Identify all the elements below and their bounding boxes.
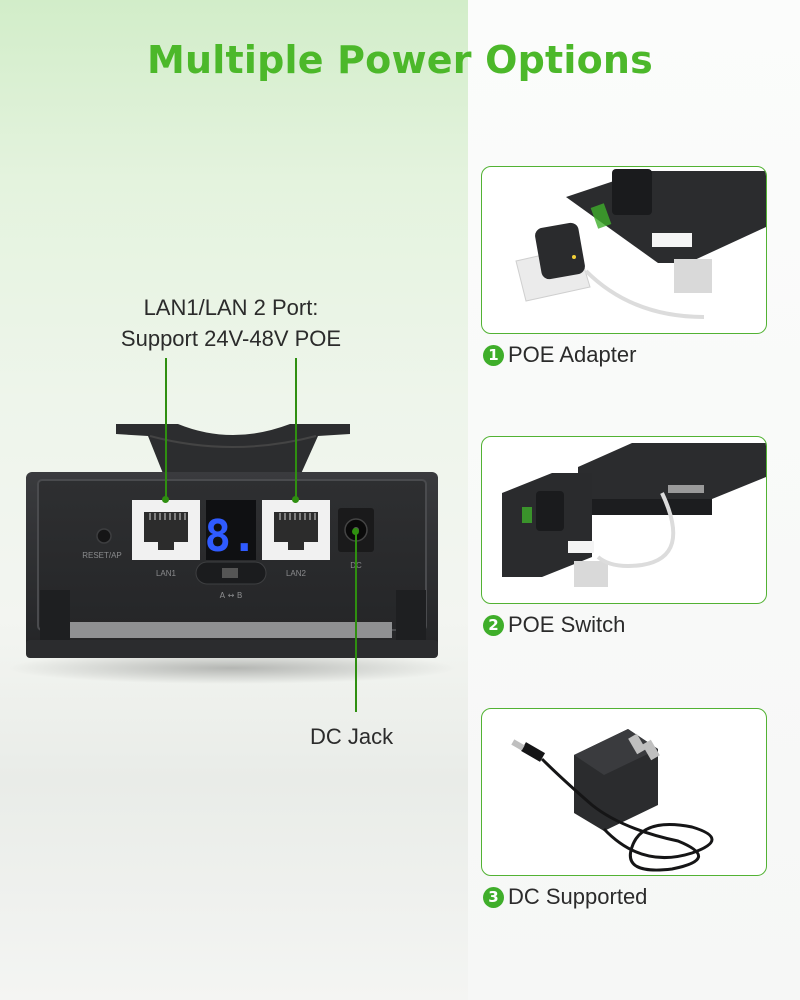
lan1-label: LAN1 [156, 569, 177, 578]
reset-label: RESET/AP [82, 551, 122, 560]
poe-switch-image [502, 443, 766, 587]
mounting-bracket [116, 424, 350, 476]
status-display [206, 500, 256, 560]
option-poe-switch: 2 POE Switch [483, 612, 625, 638]
device-shadow [7, 652, 457, 684]
device-bottom-slot [70, 622, 392, 638]
option-number-2: 2 [483, 614, 504, 636]
option-label-3: DC Supported [508, 884, 648, 909]
option-poe-adapter: 1 POE Adapter [483, 342, 636, 368]
lan1-leader-dot [162, 496, 169, 503]
dc-adapter-image [511, 729, 714, 872]
option-number-3: 3 [483, 886, 504, 908]
lan2-leader-dot [292, 496, 299, 503]
lan2-label: LAN2 [286, 569, 307, 578]
dc-supported-card [481, 708, 767, 876]
lan2-leader-line [295, 358, 297, 498]
lan1-leader-line [165, 358, 167, 498]
lan-callout-line-1: LAN1/LAN 2 Port: [143, 295, 319, 320]
dc-leader-line [355, 532, 357, 712]
switch-label: A ↔ B [220, 591, 243, 600]
option-number-1: 1 [483, 344, 504, 366]
lan-port-callout: LAN1/LAN 2 Port: Support 24V-48V POE [100, 292, 362, 354]
poe-adapter-image [515, 169, 766, 319]
option-label-1: POE Adapter [508, 342, 637, 367]
display-digit: 8. [205, 511, 258, 562]
option-label-2: POE Switch [508, 612, 626, 637]
reset-button [96, 528, 112, 544]
poe-injector-device: RESET/AP LAN1 8. LAN2 DC A ↔ B [7, 424, 457, 684]
dc-jack-callout: DC Jack [310, 724, 394, 749]
lan-callout-line-2: Support 24V-48V POE [120, 326, 342, 351]
page-title: Multiple Power Options [147, 38, 653, 82]
dc-leader-dot [352, 528, 359, 535]
poe-adapter-card [481, 166, 767, 334]
poe-switch-card [481, 436, 767, 604]
option-dc-supported: 3 DC Supported [483, 884, 647, 910]
